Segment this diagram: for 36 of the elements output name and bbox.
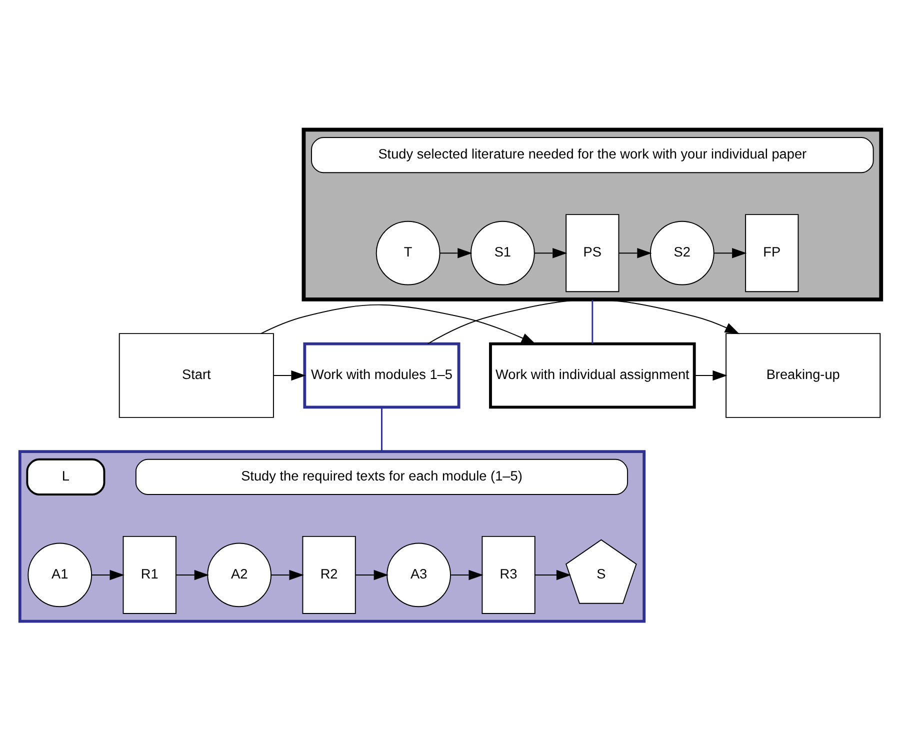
node-box: R3 [482,535,536,614]
arrow [270,569,304,580]
arrow [176,569,210,580]
cluster [302,127,884,301]
arrow [694,370,728,380]
node-box: Work with individual assignment [489,342,696,408]
cluster [18,450,646,622]
arrow [714,247,747,258]
node-circle: A1 [28,542,92,607]
node-circle: S2 [650,220,714,285]
arrow [427,298,740,344]
node-box: Breaking-up [726,332,881,418]
node-box: PS [566,214,620,292]
arrow [534,247,568,258]
arrow [91,569,124,580]
node-box: R2 [302,535,356,614]
arrow [439,247,472,258]
node-box: Study the required texts for each module (1–5) [135,458,628,494]
node-circle: A2 [207,542,272,607]
arrow [450,569,484,580]
node-box: Study selected literature needed for the work with your individual paper [311,136,874,173]
node-box: Work with modules 1–5 [303,342,460,408]
node-circle: A3 [386,542,451,607]
node-circle: S1 [470,220,535,285]
connector [381,406,382,452]
arrow [260,304,536,344]
arrow [273,370,306,380]
arrow [355,569,388,580]
node-box: Start [118,332,274,418]
node-circle: T [376,220,440,285]
arrow [618,247,652,258]
node-box: R1 [122,535,176,614]
connector [592,298,594,344]
arrow [534,569,572,580]
node-box: L [26,458,106,495]
node-box: FP [745,214,799,292]
